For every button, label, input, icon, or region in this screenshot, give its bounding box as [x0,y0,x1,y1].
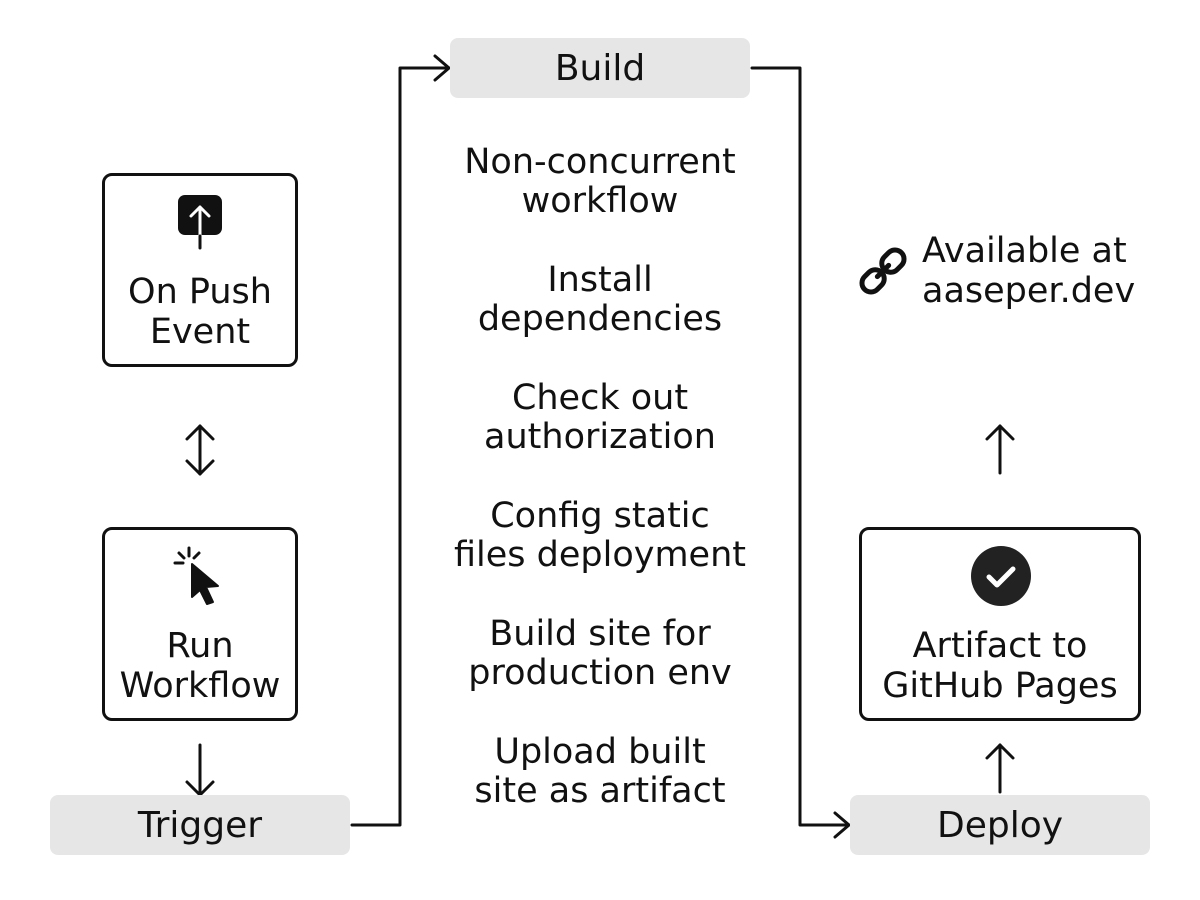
artifact-pages-line2: GitHub Pages [882,666,1118,706]
build-step-line: Check out [511,378,689,418]
build-step-line: dependencies [477,299,723,339]
build-step-upload: Upload built site as artifact [420,733,780,811]
availability-url[interactable]: aaseper.dev [922,271,1136,311]
cursor-click-icon [173,546,219,605]
build-to-deploy-arrow [750,66,850,827]
artifact-pages-box: Artifact to GitHub Pages [859,527,1141,721]
build-step-non-concurrent: Non-concurrent workflow [420,143,780,221]
run-workflow-box: Run Workflow [102,527,298,721]
upload-icon [178,195,222,250]
build-step-line: Non-concurrent [464,142,736,182]
build-step-build-site: Build site for production env [420,615,780,693]
build-step-line: Build site for [489,614,711,654]
link-icon [859,247,907,295]
build-step-line: authorization [484,417,716,457]
run-workflow-line1: Run [166,626,234,666]
push-event-line1: On Push [128,272,272,312]
build-step-line: Upload built [494,732,706,772]
trigger-to-build-arrow [350,66,450,827]
build-step-checkout: Check out authorization [420,379,780,457]
availability-line1: Available at [922,231,1127,271]
build-stage-label: Build [554,47,646,89]
trigger-stage: Trigger [50,795,350,855]
build-step-line: site as artifact [474,771,726,811]
availability-text: Available at aaseper.dev [922,231,1135,311]
build-step-config: Config static files deployment [420,497,780,575]
trigger-stage-label: Trigger [137,804,263,846]
build-step-line: Install [547,260,653,300]
run-workflow-line2: Workflow [119,666,281,706]
build-step-line: Config static [490,496,710,536]
push-event-line2: Event [149,312,251,352]
build-step-line: files deployment [453,535,746,575]
build-step-line: workflow [521,181,679,221]
build-step-line: production env [468,653,732,693]
artifact-pages-line1: Artifact to [912,626,1088,666]
build-stage: Build [450,38,750,98]
deploy-stage: Deploy [850,795,1150,855]
build-step-install: Install dependencies [420,261,780,339]
push-event-box: On Push Event [102,173,298,367]
deploy-stage-label: Deploy [936,804,1064,846]
check-circle-icon [971,546,1031,606]
